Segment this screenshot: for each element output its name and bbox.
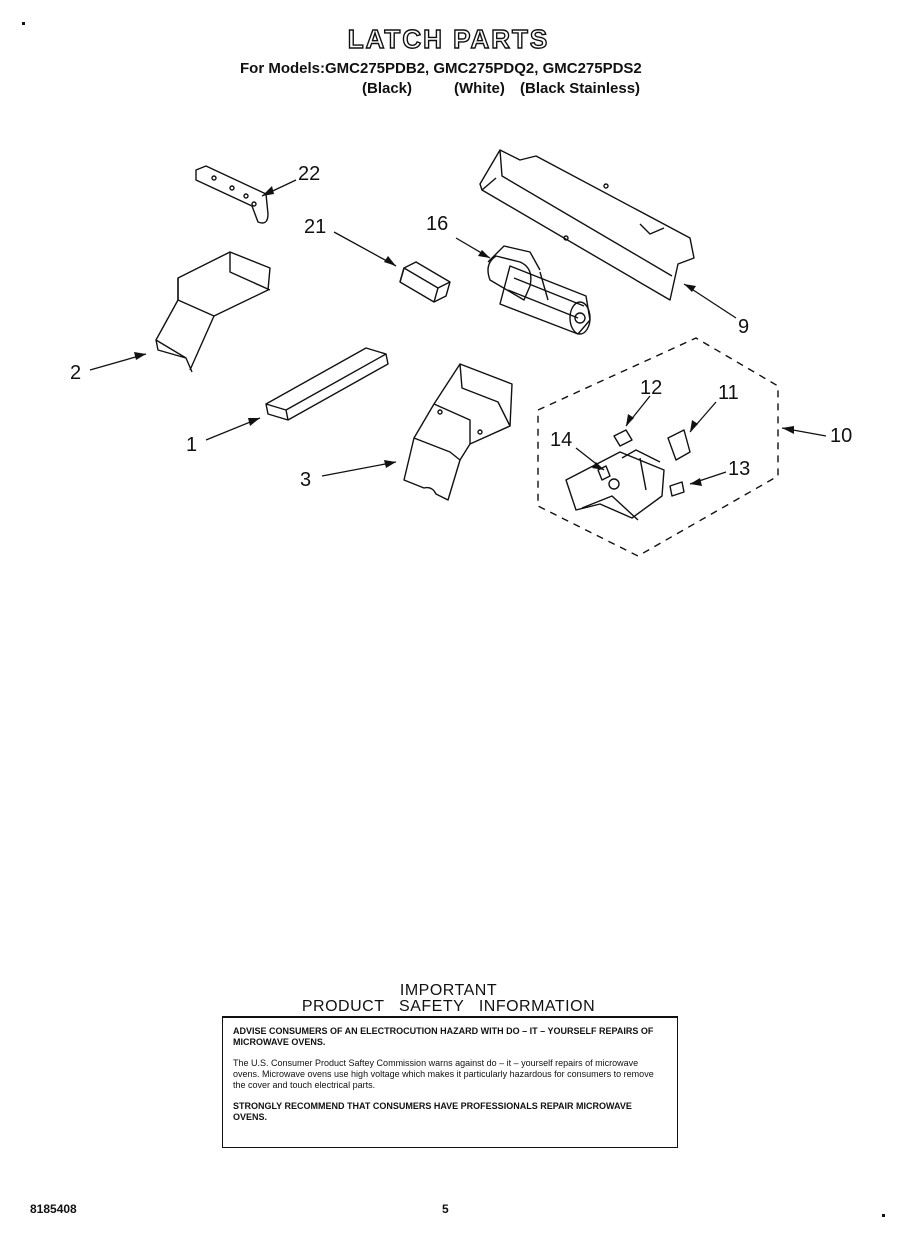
part-10-latch-assembly [537,337,779,557]
callout-14: 14 [550,429,573,451]
page-number: 5 [442,1202,449,1216]
callout-1: 1 [186,434,198,456]
document-number: 8185408 [30,1202,77,1216]
color-black: (Black) [362,80,413,97]
exploded-parts-diagram [89,149,827,557]
callout-16: 16 [426,213,449,235]
callout-3: 3 [300,469,312,491]
corner-mark-bottom [882,1214,885,1217]
page-title: LATCH PARTS [347,23,550,54]
safety-recommend-text: STRONGLY RECOMMEND THAT CONSUMERS HAVE P… [233,1101,632,1122]
part-3-bracket [403,363,513,501]
callout-10: 10 [830,425,853,447]
callout-11: 11 [718,382,739,404]
callout-21: 21 [304,216,327,238]
safety-heading-info: PRODUCT SAFETY INFORMATION [301,998,596,1015]
arrowheads [134,186,794,486]
leader-lines [89,179,827,485]
safety-heading-important: IMPORTANT [399,982,498,999]
part-9-channel [479,149,695,301]
safety-box: ADVISE CONSUMERS OF AN ELECTROCUTION HAZ… [222,1016,678,1148]
callout-12: 12 [640,377,663,399]
part-21-block [399,261,451,303]
safety-advise-text: ADVISE CONSUMERS OF AN ELECTROCUTION HAZ… [233,1026,654,1047]
callout-13: 13 [728,458,751,480]
safety-cpsc-text: The U.S. Consumer Product Saftey Commiss… [233,1058,654,1090]
part-2-duct [155,251,271,373]
part-1-plate [265,347,389,421]
callout-2: 2 [70,362,82,384]
models-line: For Models:GMC275PDB2, GMC275PDQ2, GMC27… [240,60,642,77]
part-22-bracket [195,165,269,224]
color-black-stainless: (Black Stainless) [520,80,641,97]
callout-22: 22 [298,163,321,185]
callout-9: 9 [738,316,750,338]
part-16-fan-motor [487,245,591,335]
color-white: (White) [454,80,505,97]
corner-mark [22,22,25,25]
